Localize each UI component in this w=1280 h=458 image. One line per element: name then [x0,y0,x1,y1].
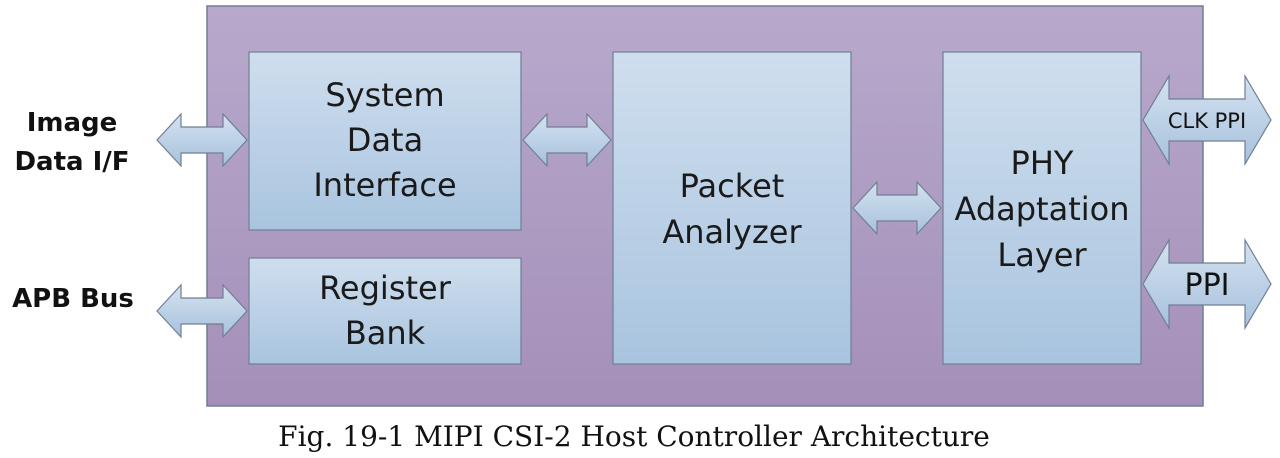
register-bank-line-2: Bank [345,314,426,352]
clk-ppi-arrow: CLK PPI [1142,73,1272,167]
phy-adaptation-layer-line-2: Adaptation [954,190,1129,228]
register-bank-block: Register Bank [248,257,522,365]
packet-to-phy-arrow [852,180,942,236]
image-data-if-line-2: Data I/F [14,147,129,177]
phy-adaptation-layer-line-3: Layer [997,236,1087,274]
figure-caption: Fig. 19-1 MIPI CSI-2 Host Controller Arc… [278,420,990,453]
sdi-to-packet-arrow [522,112,612,168]
apb-bus-arrow [156,283,248,339]
image-data-if-line-1: Image [27,108,118,138]
clk-ppi-label: CLK PPI [1168,109,1246,133]
system-data-interface-line-2: Data [347,121,423,159]
packet-analyzer-line-2: Analyzer [662,213,802,251]
system-data-interface-line-1: System [325,76,444,114]
image-data-if-label: Image Data I/F [14,108,129,177]
ppi-label: PPI [1184,268,1229,303]
phy-adaptation-layer-block: PHY Adaptation Layer [942,51,1142,365]
phy-adaptation-layer-line-1: PHY [1011,144,1074,182]
packet-analyzer-block: Packet Analyzer [612,51,852,365]
ppi-arrow: PPI [1142,237,1272,331]
image-data-arrow [156,112,248,168]
register-bank-line-1: Register [319,269,452,307]
apb-bus-label: APB Bus [12,284,134,314]
system-data-interface-block: System Data Interface [248,51,522,231]
system-data-interface-line-3: Interface [313,166,456,204]
packet-analyzer-line-1: Packet [680,167,785,205]
